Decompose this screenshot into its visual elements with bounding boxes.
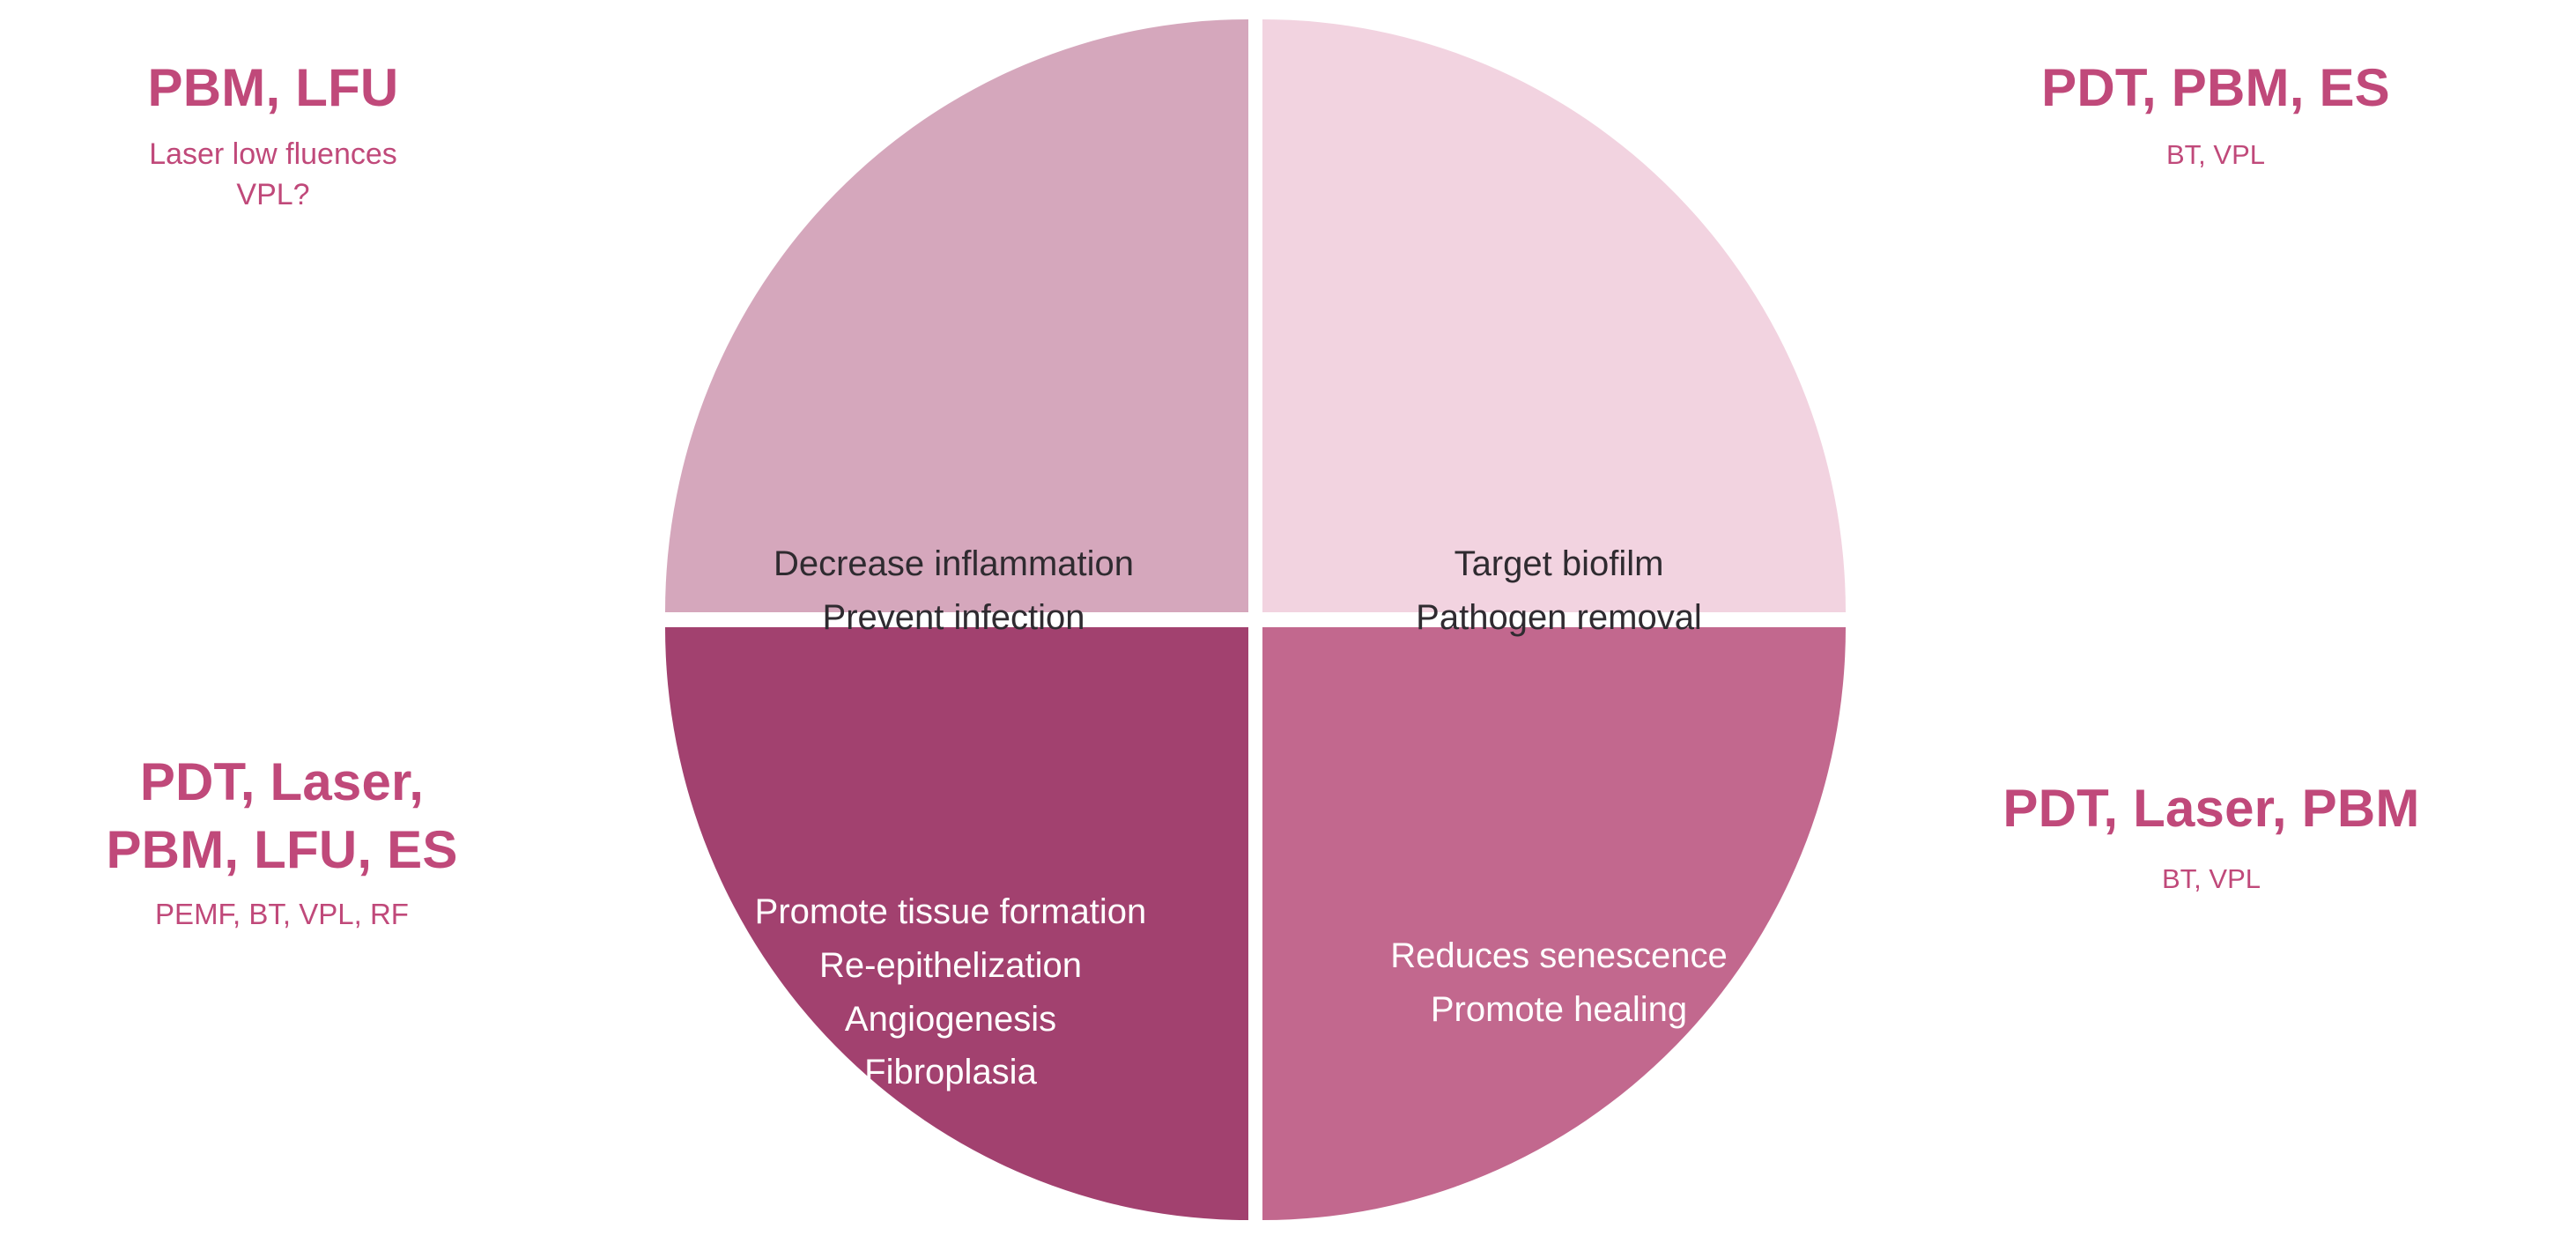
quadrant-top-left[interactable] — [665, 19, 1248, 612]
callout-secondary-text: Laser low fluences VPL? — [0, 135, 546, 216]
quadrant-label-line: Target biofilm — [1454, 544, 1664, 583]
callout-secondary-line: PEMF, BT, VPL, RF — [155, 897, 409, 930]
quadrant-label-line: Fibroplasia — [864, 1053, 1037, 1092]
quadrant-wheel-svg — [665, 19, 1846, 1220]
quadrant-label-line: Reduces senescence — [1390, 936, 1728, 975]
callout-primary-text: PDT, Laser, PBM, LFU, ES — [0, 749, 564, 884]
quadrant-label-top-right: Target biofilm Pathogen removal — [1270, 537, 1847, 645]
quadrant-label-line: Re-epithelization — [819, 945, 1082, 985]
callout-secondary-line: VPL? — [236, 177, 310, 211]
callout-top-right: PDT, PBM, ES BT, VPL — [1859, 55, 2572, 174]
quadrant-bottom-left[interactable] — [665, 627, 1248, 1220]
callout-secondary-line: BT, VPL — [2166, 138, 2265, 170]
quadrant-label-line: Decrease inflammation — [773, 544, 1135, 583]
quadrant-bottom-right[interactable] — [1262, 627, 1846, 1220]
quadrant-label-bottom-left: Promote tissue formation Re-epithelizati… — [659, 885, 1242, 1099]
quadrant-wheel — [665, 19, 1846, 1220]
callout-primary-line: PDT, Laser, — [139, 752, 425, 811]
quadrant-top-right[interactable] — [1262, 19, 1846, 612]
quadrant-label-bottom-right: Reduces senescence Promote healing — [1270, 929, 1847, 1037]
callout-secondary-text: PEMF, BT, VPL, RF — [0, 895, 564, 935]
callout-bottom-right: PDT, Laser, PBM BT, VPL — [1847, 775, 2576, 898]
quadrant-label-line: Angiogenesis — [844, 999, 1057, 1039]
callout-bottom-left: PDT, Laser, PBM, LFU, ES PEMF, BT, VPL, … — [0, 749, 564, 934]
callout-secondary-text: BT, VPL — [1859, 137, 2572, 174]
callout-primary-text: PBM, LFU — [147, 58, 399, 117]
callout-primary-text: PDT, Laser, PBM — [2002, 779, 2420, 838]
callout-top-left: PBM, LFU Laser low fluences VPL? — [0, 55, 546, 216]
callout-secondary-line: BT, VPL — [2162, 862, 2261, 894]
quadrant-label-line: Promote healing — [1430, 989, 1688, 1029]
quadrant-label-line: Pathogen removal — [1416, 597, 1702, 637]
quadrant-label-top-left: Decrease inflammation Prevent infection — [665, 537, 1242, 645]
callout-secondary-line: Laser low fluences — [149, 137, 397, 171]
callout-secondary-text: BT, VPL — [1847, 861, 2576, 898]
callout-primary-text: PDT, PBM, ES — [2041, 58, 2390, 117]
quadrant-label-line: Prevent infection — [822, 597, 1085, 637]
quadrant-label-line: Promote tissue formation — [754, 892, 1147, 931]
callout-primary-line: PBM, LFU, ES — [106, 819, 458, 879]
